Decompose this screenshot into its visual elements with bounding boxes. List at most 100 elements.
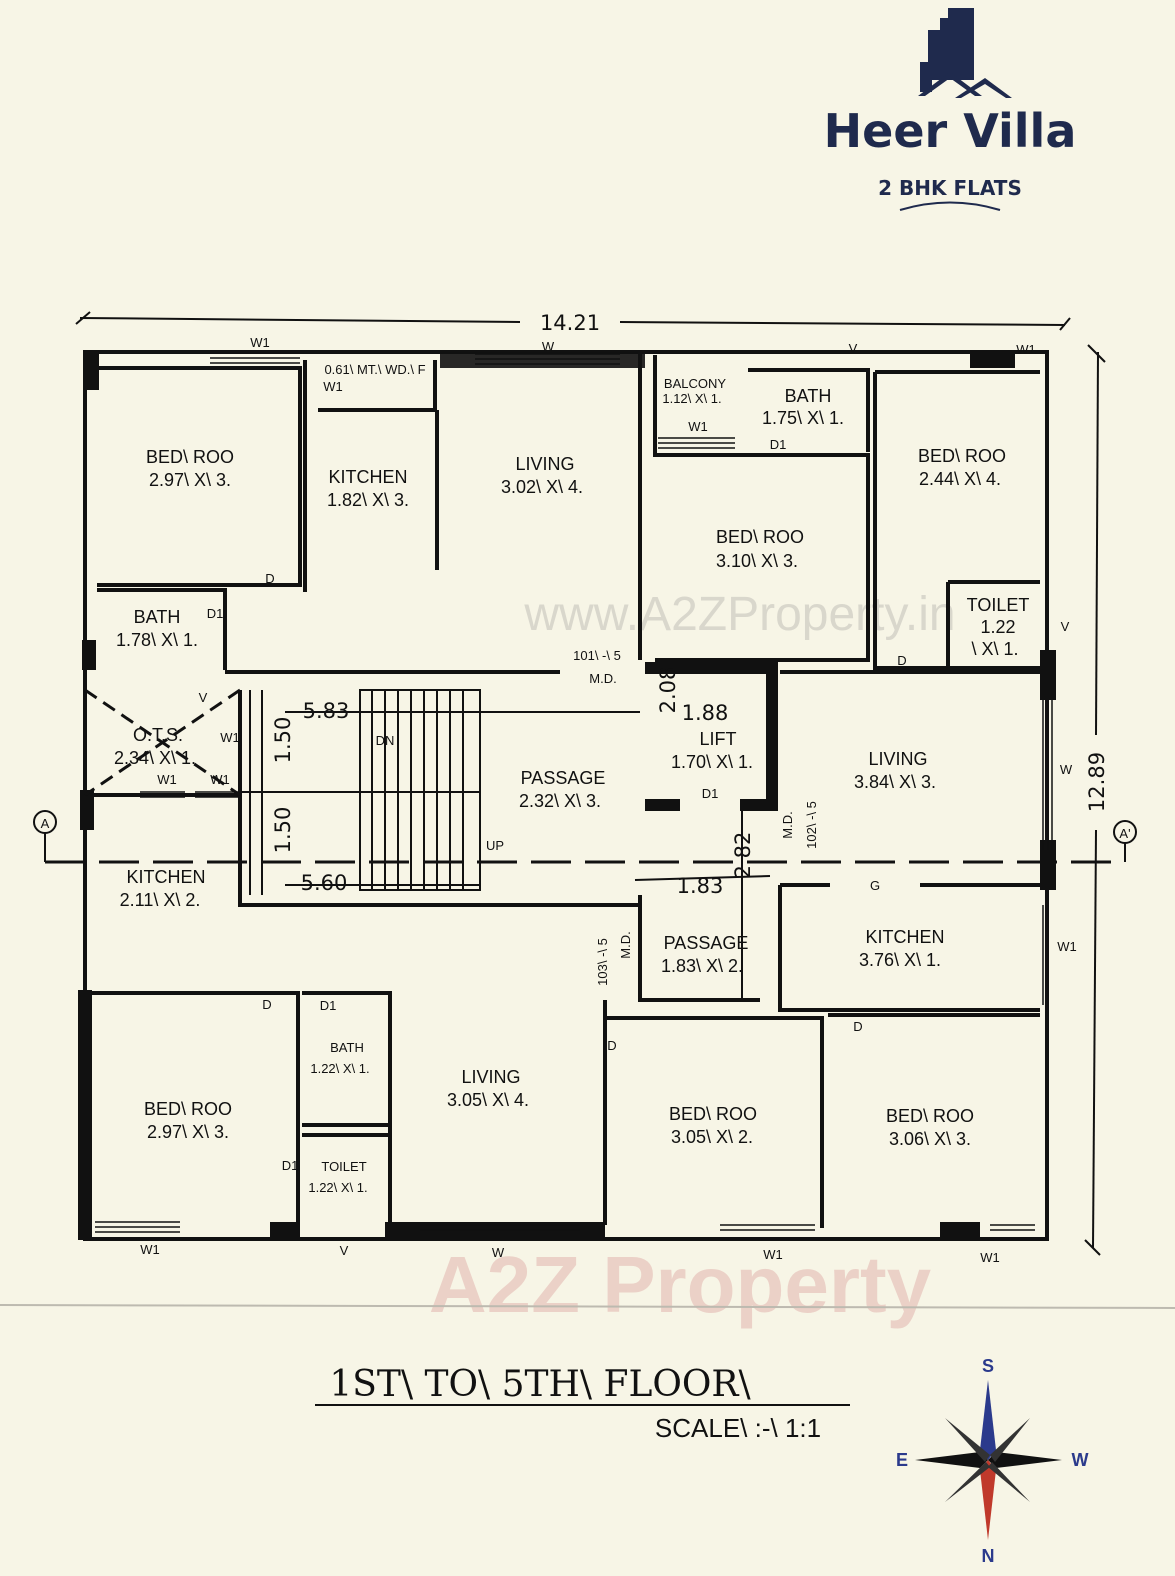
stair-h2-dim: 1.50 — [271, 807, 295, 854]
stair-h1-dim: 1.50 — [271, 717, 295, 764]
svg-text:D1: D1 — [207, 606, 224, 621]
svg-text:TOILET: TOILET — [321, 1159, 366, 1174]
svg-text:W1: W1 — [323, 379, 343, 394]
logo-name: Heer Villa — [824, 104, 1077, 158]
svg-text:BATH: BATH — [330, 1040, 364, 1055]
gate-label: G — [870, 878, 880, 893]
svg-text:W1: W1 — [250, 335, 270, 350]
svg-text:W1: W1 — [980, 1250, 1000, 1265]
svg-text:1.12\ X\ 1.: 1.12\ X\ 1. — [662, 391, 721, 406]
overall-width-label: 14.21 — [540, 311, 600, 335]
svg-text:TOILET: TOILET — [967, 595, 1030, 615]
svg-text:3.76\ X\ 1.: 3.76\ X\ 1. — [859, 950, 941, 970]
svg-text:3.02\ X\ 4.: 3.02\ X\ 4. — [501, 477, 583, 497]
windows — [95, 352, 1053, 1233]
svg-text:3.06\ X\ 3.: 3.06\ X\ 3. — [889, 1129, 971, 1149]
section-marker-a-prime: A' — [1119, 826, 1130, 841]
svg-text:W1: W1 — [210, 772, 230, 787]
svg-text:W1: W1 — [1016, 342, 1036, 357]
inner-dimensions: 5.83 5.60 1.50 1.50 1.88 2.08 1.83 2.82 — [271, 667, 771, 1000]
svg-text:1.82\ X\ 3.: 1.82\ X\ 3. — [327, 490, 409, 510]
svg-text:2.44\ X\ 4.: 2.44\ X\ 4. — [919, 469, 1001, 489]
svg-text:V: V — [340, 1243, 349, 1258]
svg-text:D1: D1 — [282, 1158, 299, 1173]
svg-text:\ X\ 1.: \ X\ 1. — [971, 639, 1018, 659]
ots-size: 2.34\ X\ 1. — [114, 748, 196, 768]
room-living-1: LIVING 3.02\ X\ 4. — [501, 454, 583, 497]
svg-text:2.32\ X\ 3.: 2.32\ X\ 3. — [519, 791, 601, 811]
svg-text:D1: D1 — [770, 437, 787, 452]
flat-102-label: 102\ -\ 5 — [804, 801, 819, 849]
overall-depth-dimension: 12.89 — [1084, 344, 1109, 1256]
room-living-3: LIVING 3.05\ X\ 4. — [447, 1067, 529, 1110]
svg-text:LIVING: LIVING — [868, 749, 927, 769]
watermark-url: www.A2ZProperty.in — [523, 588, 955, 641]
building-icon — [918, 8, 1012, 98]
svg-text:D: D — [265, 571, 274, 586]
svg-text:W1: W1 — [1057, 939, 1077, 954]
svg-text:BATH: BATH — [134, 607, 181, 627]
svg-text:3.84\ X\ 3.: 3.84\ X\ 3. — [854, 772, 936, 792]
logo-tagline: 2 BHK FLATS — [878, 176, 1022, 200]
compass-rose-icon: S N E W — [896, 1356, 1089, 1566]
svg-text:1.70\ X\ 1.: 1.70\ X\ 1. — [671, 752, 753, 772]
flat-103-label: 103\ -\ 5 — [595, 938, 610, 986]
ots-name: O.T.S. — [133, 725, 183, 745]
svg-text:1.75\ X\ 1.: 1.75\ X\ 1. — [762, 408, 844, 428]
svg-text:1.78\ X\ 1.: 1.78\ X\ 1. — [116, 630, 198, 650]
svg-text:BATH: BATH — [785, 386, 832, 406]
compass-north: N — [982, 1546, 995, 1566]
room-kitchen-1: KITCHEN 1.82\ X\ 3. — [327, 467, 409, 510]
svg-text:BED\ ROO: BED\ ROO — [886, 1106, 974, 1126]
svg-text:W1: W1 — [140, 1242, 160, 1257]
overall-depth-label: 12.89 — [1085, 752, 1109, 812]
scale-label: SCALE\ :-\ 1:1 — [655, 1413, 821, 1443]
svg-text:W: W — [542, 339, 555, 354]
section-line: A A' — [33, 810, 1137, 864]
stair-bottom-dim: 5.60 — [301, 871, 348, 895]
svg-text:3.05\ X\ 4.: 3.05\ X\ 4. — [447, 1090, 529, 1110]
svg-text:BED\ ROO: BED\ ROO — [669, 1104, 757, 1124]
svg-text:LIVING: LIVING — [461, 1067, 520, 1087]
svg-text:1.22\ X\ 1.: 1.22\ X\ 1. — [310, 1061, 369, 1076]
main-door-102: M.D. — [780, 811, 795, 838]
section-marker-a: A — [41, 816, 50, 831]
svg-text:V: V — [849, 341, 858, 356]
divider — [0, 1304, 1175, 1309]
main-door-103: M.D. — [618, 931, 633, 958]
svg-text:D: D — [853, 1019, 862, 1034]
room-living-2: LIVING 3.84\ X\ 3. — [854, 749, 936, 792]
svg-text:2.97\ X\ 3.: 2.97\ X\ 3. — [149, 470, 231, 490]
svg-text:3.05\ X\ 2.: 3.05\ X\ 2. — [671, 1127, 753, 1147]
stair-down-label: DN — [376, 733, 395, 748]
svg-text:KITCHEN: KITCHEN — [328, 467, 407, 487]
svg-text:W1: W1 — [157, 772, 177, 787]
room-bath-1: BATH 1.78\ X\ 1. — [116, 607, 198, 650]
svg-text:V: V — [199, 690, 208, 705]
svg-text:PASSAGE: PASSAGE — [521, 768, 606, 788]
compass-south: S — [982, 1356, 994, 1376]
overall-width-dimension: 14.21 — [75, 311, 1071, 335]
shaft-note: 0.61\ MT.\ WD.\ F — [324, 362, 425, 377]
svg-text:KITCHEN: KITCHEN — [865, 927, 944, 947]
room-ots: O.T.S. 2.34\ X\ 1. — [114, 725, 196, 768]
room-bedroom-6: BED\ ROO 3.06\ X\ 3. — [886, 1106, 974, 1149]
svg-text:D1: D1 — [702, 786, 719, 801]
svg-text:W1: W1 — [688, 419, 708, 434]
svg-text:LIVING: LIVING — [515, 454, 574, 474]
watermark-brand: A2Z Property — [429, 1240, 932, 1329]
